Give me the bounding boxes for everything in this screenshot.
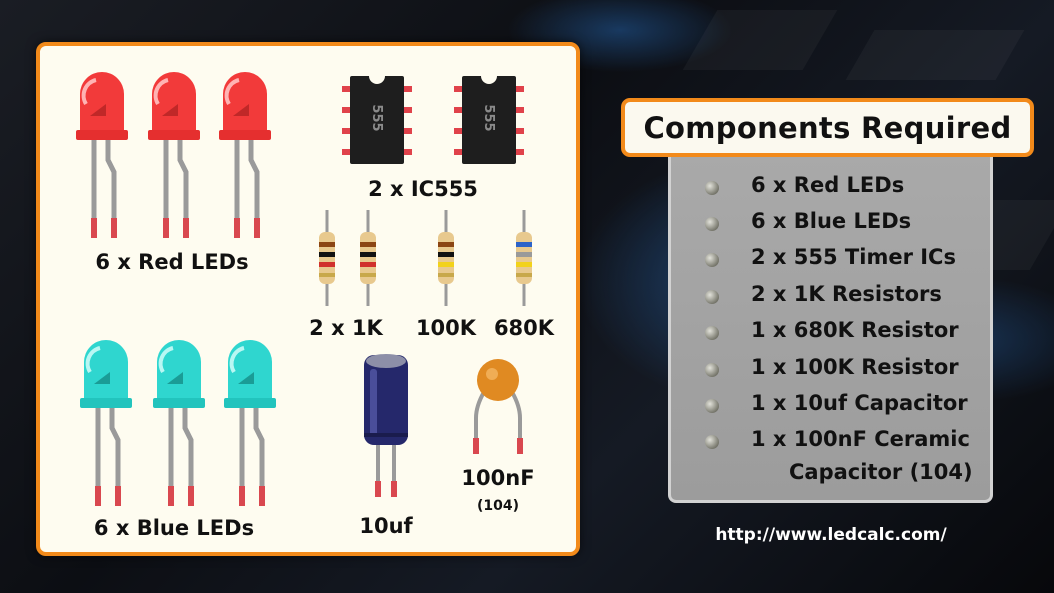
list-item-text: 2 x 1K Resistors [751,282,942,306]
bullet-icon [705,363,719,377]
ic-marking: 555 [481,104,496,131]
bullet-icon [705,435,719,449]
resistor-1k-label: 2 x 1K [309,316,383,340]
blue-led-icon [222,336,278,510]
list-item-text: 6 x Red LEDs [751,173,905,197]
ic-marking: 555 [369,104,384,131]
blue-led-icon [151,336,207,510]
red-led-icon [146,68,202,242]
blue-leds-label: 6 x Blue LEDs [93,516,255,540]
bullet-icon [705,290,719,304]
page-title: Components Required [643,110,1012,145]
resistor-1k-icon [315,210,339,310]
resistor-100k-label: 100K [415,316,477,340]
resistor-680k-label: 680K [493,316,555,340]
electrolytic-capacitor-icon [362,351,410,505]
bullet-icon [705,399,719,413]
components-title-box: Components Required [621,98,1034,157]
resistor-100k-icon [434,210,458,310]
resistor-1k-icon [356,210,380,310]
ic555-chip-icon: 555 [454,74,524,172]
bullet-icon [705,326,719,340]
ic555-label: 2 x IC555 [368,177,478,201]
website-url: http://www.ledcalc.com/ [715,525,947,545]
bullet-icon [705,253,719,267]
bullet-icon [705,181,719,195]
background-tile [682,10,838,70]
bullet-icon [705,217,719,231]
red-leds-label: 6 x Red LEDs [95,250,249,274]
list-item-text: 6 x Blue LEDs [751,209,912,233]
list-item-text: 1 x 10uf Capacitor [751,391,968,415]
ceramic-capacitor-label: 100nF [461,466,535,490]
list-item-text: 1 x 100nF Ceramic [751,427,970,451]
ceramic-capacitor-icon [470,358,526,462]
ic555-chip-icon: 555 [342,74,412,172]
red-led-icon [74,68,130,242]
components-list: 6 x Red LEDs 6 x Blue LEDs 2 x 555 Timer… [668,155,993,503]
components-illustration-panel: 6 x Red LEDs [36,42,580,556]
red-led-icon [217,68,273,242]
list-item-text: 1 x 680K Resistor [751,318,959,342]
background-tile [845,30,1025,80]
list-item-text: 1 x 100K Resistor [751,355,959,379]
electrolytic-capacitor-label: 10uf [359,514,413,538]
ceramic-capacitor-code: (104) [476,498,520,514]
list-item-continuation: Capacitor (104) [789,460,973,484]
resistor-680k-icon [512,210,536,310]
blue-led-icon [78,336,134,510]
list-item-text: 2 x 555 Timer ICs [751,245,956,269]
